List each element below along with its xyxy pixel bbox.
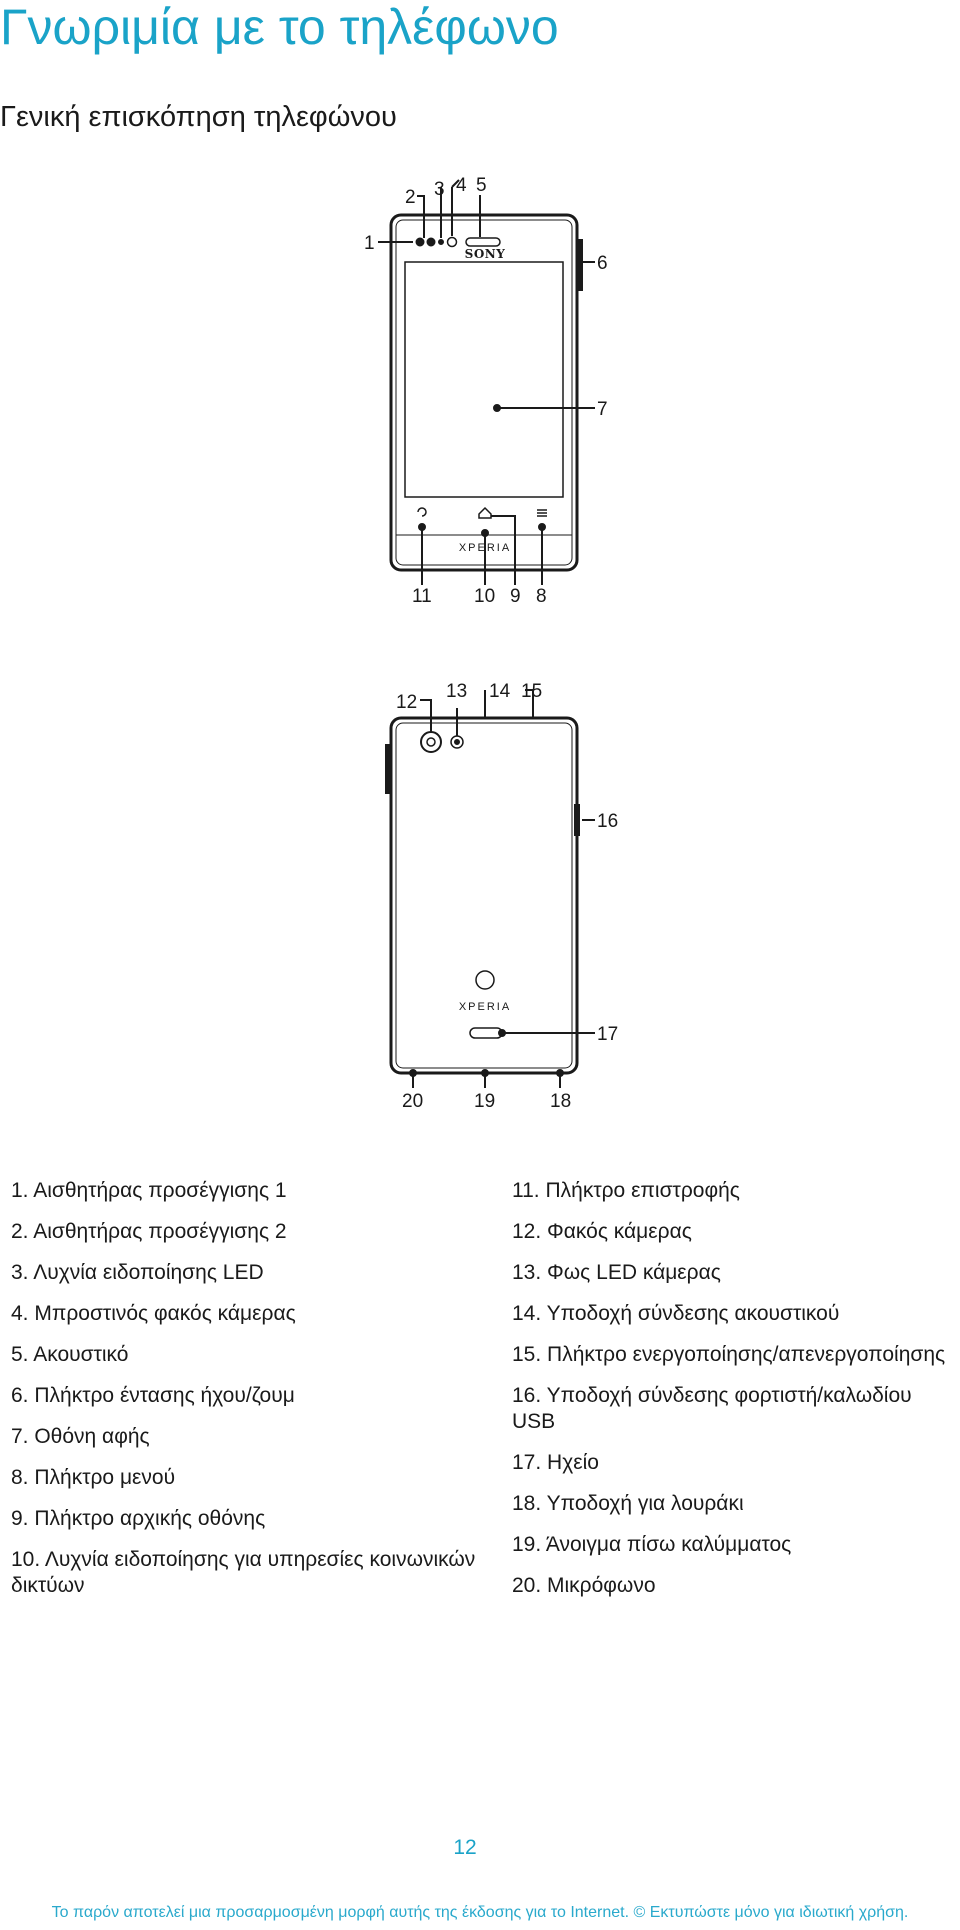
legend-item: 11. Πλήκτρο επιστροφής (512, 1179, 740, 1202)
legend-right-column: 11. Πλήκτρο επιστροφής 12. Φακός κάμερας… (512, 1178, 957, 1614)
callout-19: 19 (474, 1091, 495, 1112)
menu-key-icon (537, 509, 547, 517)
legend-item: 12. Φακός κάμερας (512, 1220, 692, 1243)
callout-5: 5 (476, 175, 487, 196)
page-title: Γνωριμία με το τηλέφωνο (0, 0, 559, 55)
legend-item: 13. Φως LED κάμερας (512, 1261, 721, 1284)
callout-4: 4 (456, 175, 467, 196)
front-model-text: XPERIA (459, 542, 511, 554)
home-key-icon (478, 506, 492, 519)
legend-item: 3. Λυχνία ειδοποίησης LED (11, 1261, 264, 1284)
callout-10: 10 (474, 586, 495, 607)
callout-17: 17 (597, 1024, 618, 1045)
legend-item: 1. Αισθητήρας προσέγγισης 1 (11, 1179, 287, 1202)
footer-notice: Το παρόν αποτελεί μια προσαρμοσμένη μορφ… (51, 1904, 909, 1921)
callout-3: 3 (434, 179, 445, 200)
legend-item: 8. Πλήκτρο μενού (11, 1466, 176, 1489)
touchscreen (404, 261, 564, 498)
callout-7: 7 (597, 399, 608, 420)
section-title: Γενική επισκόπηση τηλεφώνου (0, 101, 397, 133)
callout-16: 16 (597, 811, 618, 832)
legend-item: 6. Πλήκτρο έντασης ήχου/ζουμ (11, 1384, 295, 1407)
callout-1: 1 (364, 233, 375, 254)
notification-led (438, 239, 444, 245)
back-key-icon (417, 507, 427, 517)
legend-item: 18. Υποδοχή για λουράκι (512, 1492, 744, 1515)
legend-item: 9. Πλήκτρο αρχικής οθόνης (11, 1507, 266, 1530)
callout-14: 14 (489, 681, 511, 702)
callout-2: 2 (405, 187, 416, 208)
legend-item: 4. Μπροστινός φακός κάμερας (11, 1302, 296, 1325)
front-brand-text: SONY (465, 247, 506, 261)
legend-item: 19. Άνοιγμα πίσω καλύμματος (512, 1533, 792, 1556)
callout-18: 18 (550, 1091, 571, 1112)
callout-15: 15 (521, 681, 542, 702)
legend-item: 14. Υποδοχή σύνδεσης ακουστικού (512, 1302, 840, 1325)
proximity-sensor-2 (426, 237, 436, 247)
legend-item: 7. Οθόνη αφής (11, 1425, 150, 1448)
legend-item: 16. Υποδοχή σύνδεσης φορτιστή/καλωδίου U… (512, 1384, 912, 1433)
callout-9: 9 (510, 586, 521, 607)
callout-6: 6 (597, 253, 608, 274)
proximity-sensor-1 (415, 237, 425, 247)
legend-item: 20. Μικρόφωνο (512, 1574, 656, 1597)
legend-item: 2. Αισθητήρας προσέγγισης 2 (11, 1220, 287, 1243)
callout-12: 12 (396, 692, 417, 713)
legend-item: 10. Λυχνία ειδοποίησης για υπηρεσίες κοι… (11, 1548, 476, 1597)
callout-8: 8 (536, 586, 547, 607)
callout-20: 20 (402, 1091, 423, 1112)
phone-back-view (385, 689, 595, 1088)
xperia-logo-icon (475, 970, 495, 990)
earpiece (465, 237, 501, 247)
phone-overview-diagram: SONY XPERIA XPERIA 1 2 3 4 5 6 7 8 9 10 … (364, 175, 618, 1112)
front-camera-lens (446, 236, 458, 248)
phone-front-view (378, 179, 595, 585)
speaker-grille (469, 1027, 503, 1039)
back-model-text: XPERIA (459, 1001, 511, 1013)
legend-item: 17. Ηχείο (512, 1451, 599, 1474)
legend-item: 15. Πλήκτρο ενεργοποίησης/απενεργοποίηση… (512, 1343, 946, 1366)
camera-lens (420, 731, 442, 753)
legend-item: 5. Ακουστικό (11, 1343, 129, 1366)
callout-numbers: 1 2 3 4 5 6 7 8 9 10 11 12 13 14 15 16 1… (364, 175, 618, 1112)
callout-11: 11 (412, 586, 432, 607)
callout-13: 13 (446, 681, 467, 702)
legend-left-column: 1. Αισθητήρας προσέγγισης 1 2. Αισθητήρα… (11, 1178, 481, 1614)
page-number: 12 (453, 1836, 477, 1859)
